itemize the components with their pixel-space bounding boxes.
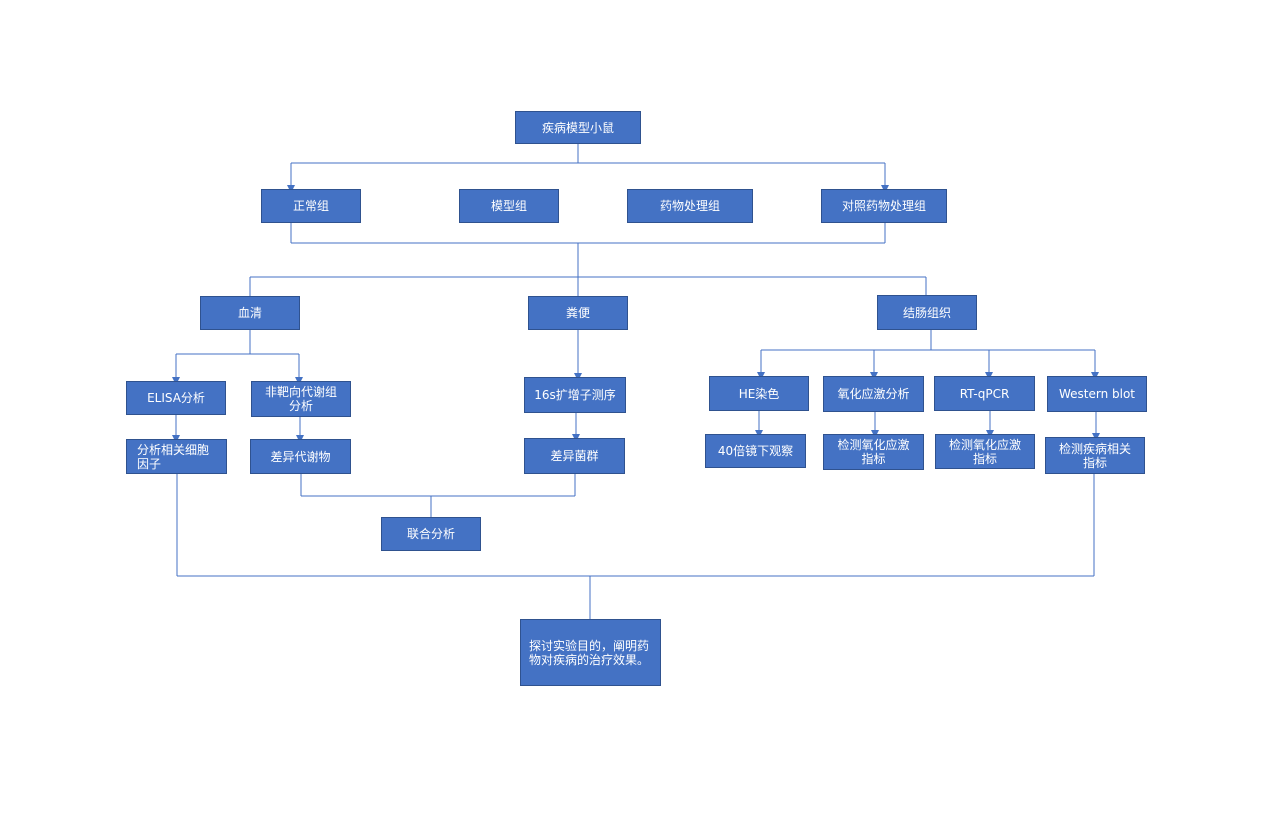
elisa-node: ELISA分析 <box>126 381 226 415</box>
normal-group-node: 正常组 <box>261 189 361 223</box>
observation-40x-node: 40倍镜下观察 <box>705 434 806 468</box>
drug-group-node: 药物处理组 <box>627 189 753 223</box>
root-node: 疾病模型小鼠 <box>515 111 641 144</box>
control-drug-group-node: 对照药物处理组 <box>821 189 947 223</box>
he-staining-node: HE染色 <box>709 376 809 411</box>
joint-analysis-node: 联合分析 <box>381 517 481 551</box>
oxidative-index-node-2: 检测氧化应激 指标 <box>935 434 1035 469</box>
diff-metabolites-node: 差异代谢物 <box>250 439 351 474</box>
rt-qpcr-node: RT-qPCR <box>934 376 1035 411</box>
untargeted-metabolomics-node: 非靶向代谢组 分析 <box>251 381 351 417</box>
feces-node: 粪便 <box>528 296 628 330</box>
serum-node: 血清 <box>200 296 300 330</box>
diff-flora-node: 差异菌群 <box>524 438 625 474</box>
conclusion-node: 探讨实验目的，阐明药 物对疾病的治疗效果。 <box>520 619 661 686</box>
model-group-node: 模型组 <box>459 189 559 223</box>
sequencing-16s-node: 16s扩增子测序 <box>524 377 626 413</box>
western-blot-node: Western blot <box>1047 376 1147 412</box>
oxidative-stress-node: 氧化应激分析 <box>823 376 924 412</box>
cytokines-node: 分析相关细胞 因子 <box>126 439 227 474</box>
disease-markers-node: 检测疾病相关 指标 <box>1045 437 1145 474</box>
oxidative-index-node-1: 检测氧化应激 指标 <box>823 434 924 470</box>
colon-tissue-node: 结肠组织 <box>877 295 977 330</box>
